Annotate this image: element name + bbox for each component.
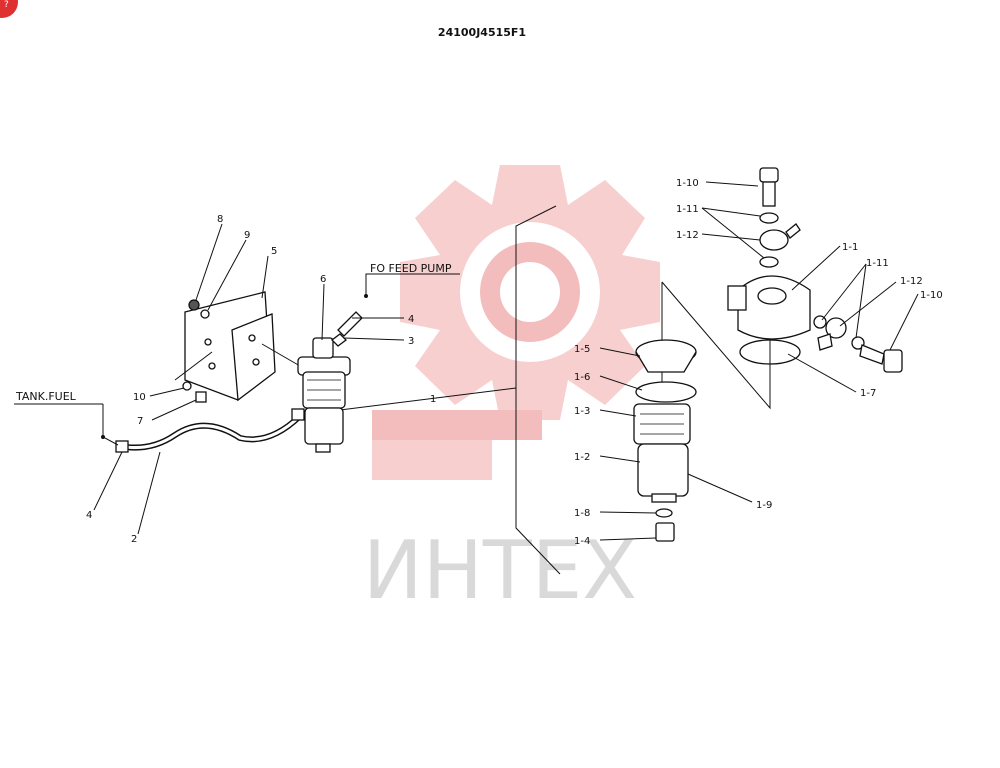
part-label: 3 — [408, 336, 414, 347]
part-label: 4 — [408, 314, 414, 325]
watermark-text: ИНТЕХ — [363, 524, 637, 617]
part-label: 7 — [137, 416, 143, 427]
part-label: 1-8 — [574, 508, 590, 519]
part-label: 1-5 — [574, 344, 590, 355]
callout-fo-feed-pump: FO FEED PUMP — [370, 262, 452, 275]
part-label: 10 — [133, 392, 146, 403]
part-label: 1-12 — [900, 276, 923, 287]
part-label: 4 — [86, 510, 92, 521]
part-label: 1-7 — [860, 388, 876, 399]
corner-badge-label: ? — [4, 0, 9, 10]
assembly-bracket — [339, 205, 771, 575]
part-label: 1-10 — [920, 290, 943, 301]
part-label: 1-6 — [574, 372, 590, 383]
drawing-number: 24100J4515F1 — [438, 26, 526, 39]
part-label: 1-4 — [574, 536, 590, 547]
leader-lines — [93, 181, 919, 541]
part-label: 1-11 — [866, 258, 889, 269]
part-label: 2 — [131, 534, 137, 545]
part-label: 1 — [430, 394, 436, 405]
bracket-bolts — [182, 299, 210, 403]
part-label: 6 — [320, 274, 326, 285]
part-label: 1-10 — [676, 178, 699, 189]
fuel-pipe — [14, 403, 305, 453]
part-labels: 8 9 5 6 4 3 10 7 1 4 2 1-5 1-6 1-3 1-2 1… — [86, 178, 943, 547]
corner-badge: ? — [0, 0, 18, 18]
part-label: 1-11 — [676, 204, 699, 215]
part-label: 1-2 — [574, 452, 590, 463]
part-label: 1-1 — [842, 242, 858, 253]
filter-head-assembly — [727, 167, 903, 373]
callout-tank-fuel: TANK.FUEL — [15, 390, 77, 403]
watermark-gear-icon — [372, 165, 660, 480]
part-label: 9 — [244, 230, 250, 241]
fuel-filter-assembly-small — [297, 337, 351, 453]
mounting-bracket — [174, 291, 301, 402]
part-label: 1-12 — [676, 230, 699, 241]
fuel-filter-exploded-center — [633, 339, 697, 542]
part-label: 8 — [217, 214, 223, 225]
part-label: 5 — [271, 246, 277, 257]
part-label: 1-3 — [574, 406, 590, 417]
part-label: 1-9 — [756, 500, 772, 511]
